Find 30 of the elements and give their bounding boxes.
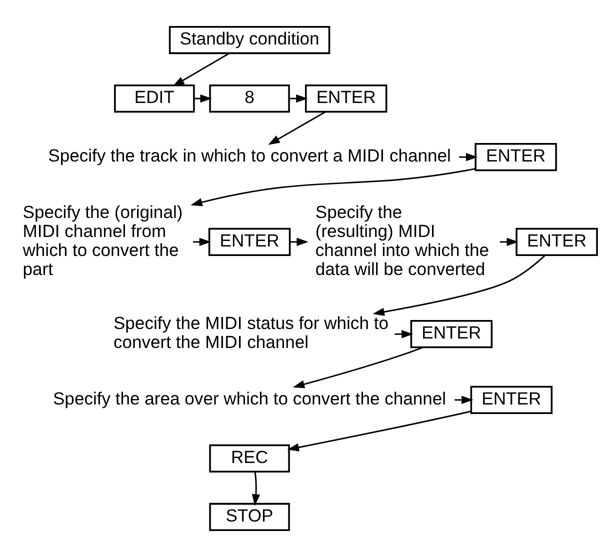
node-box: REC — [209, 444, 290, 472]
node-text: Specify the (resulting) MIDI channel into which the data will be converted — [315, 202, 490, 279]
node-box: 8 — [209, 84, 290, 113]
node-text: Specify the track in which to convert a MIDI channel — [48, 146, 451, 166]
arrow — [500, 238, 518, 246]
node-box: ENTER — [474, 143, 557, 172]
arrow — [292, 346, 424, 388]
arrow — [289, 94, 308, 103]
arrow — [172, 52, 230, 86]
arrow — [192, 238, 212, 246]
node-box: EDIT — [114, 84, 195, 113]
node-box: ENTER — [516, 228, 598, 256]
node-box: STOP — [209, 502, 290, 532]
arrow — [194, 94, 212, 103]
arrow — [287, 410, 472, 452]
arrow — [190, 168, 476, 206]
arrow — [394, 330, 414, 338]
arrow — [252, 472, 260, 506]
node-box: ENTER — [208, 228, 291, 256]
node-text: Specify the MIDI status for which to convert the MIDI channel — [113, 313, 388, 352]
arrow — [268, 111, 326, 145]
arrow — [459, 152, 478, 162]
arrow — [372, 254, 546, 316]
node-box: ENTER — [470, 386, 553, 414]
node-text: Specify the area over which to convert the channel — [52, 388, 446, 408]
node-box: Standby condition — [168, 26, 330, 54]
node-box: ENTER — [304, 84, 388, 113]
arrow — [454, 396, 474, 404]
node-text: Specify the (original) MIDI channel from which to convert the part — [22, 202, 183, 279]
node-box: ENTER — [410, 320, 493, 348]
